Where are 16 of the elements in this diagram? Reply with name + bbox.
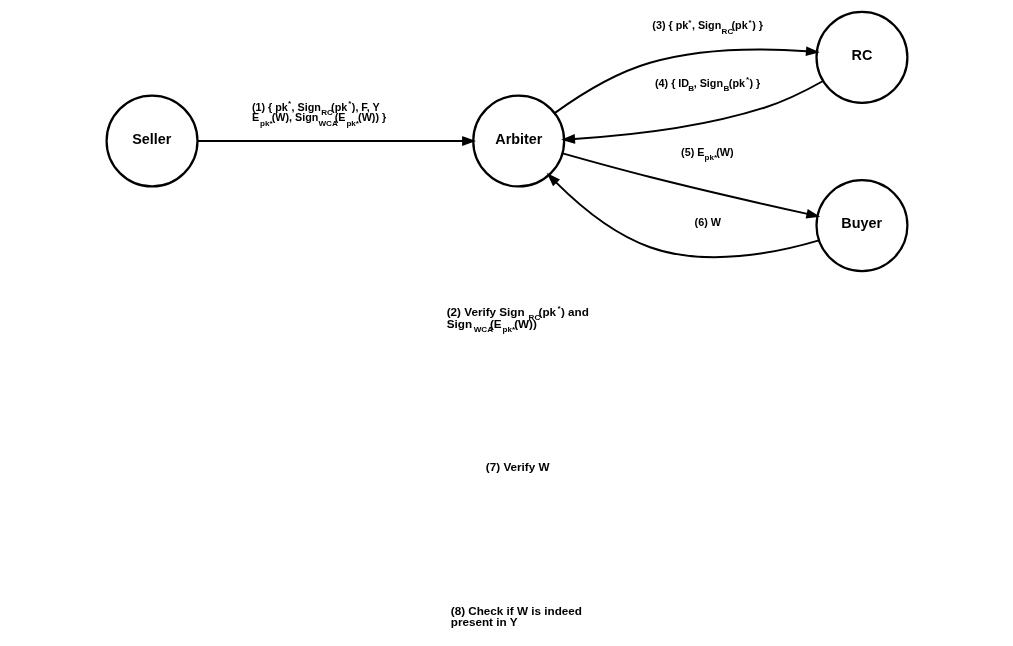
edge-label: (1) { pk$^{*}$, Sign$_{RC}$(pk$^{*}$), F, Y E$_{pk*}$(W), Sign$_{WCA}$(E$_{pk*}$(W)) } xyxy=(251,99,386,128)
edge-label: (5) E$_{pk*}$(W) xyxy=(680,145,734,163)
arrow xyxy=(196,136,476,146)
edge-label: (4) { ID$_{B}$, Sign$_{B}$(pk$^{*}$) } xyxy=(654,75,760,94)
arrow xyxy=(553,46,820,115)
edge-label: (6) W xyxy=(694,216,721,229)
label: (7) Verify W xyxy=(485,459,550,473)
arrow xyxy=(561,152,820,219)
arrow xyxy=(560,80,824,144)
node-circle: Seller xyxy=(104,94,199,188)
node-circle: Buyer xyxy=(814,179,909,273)
arrow xyxy=(546,172,820,259)
node-circle: RC xyxy=(814,10,909,104)
label: (8) Check if W is indeed present in Y xyxy=(450,603,582,629)
label: (2) Verify Sign$_{RC}$(pk$^{*}$) and Sign$_{WCA}$(E$_{pk*}$(W)) xyxy=(446,304,589,335)
edge-label: (3) { pk$^{*}$, Sign$_{RC}$(pk$^{*}$) } xyxy=(651,17,763,36)
